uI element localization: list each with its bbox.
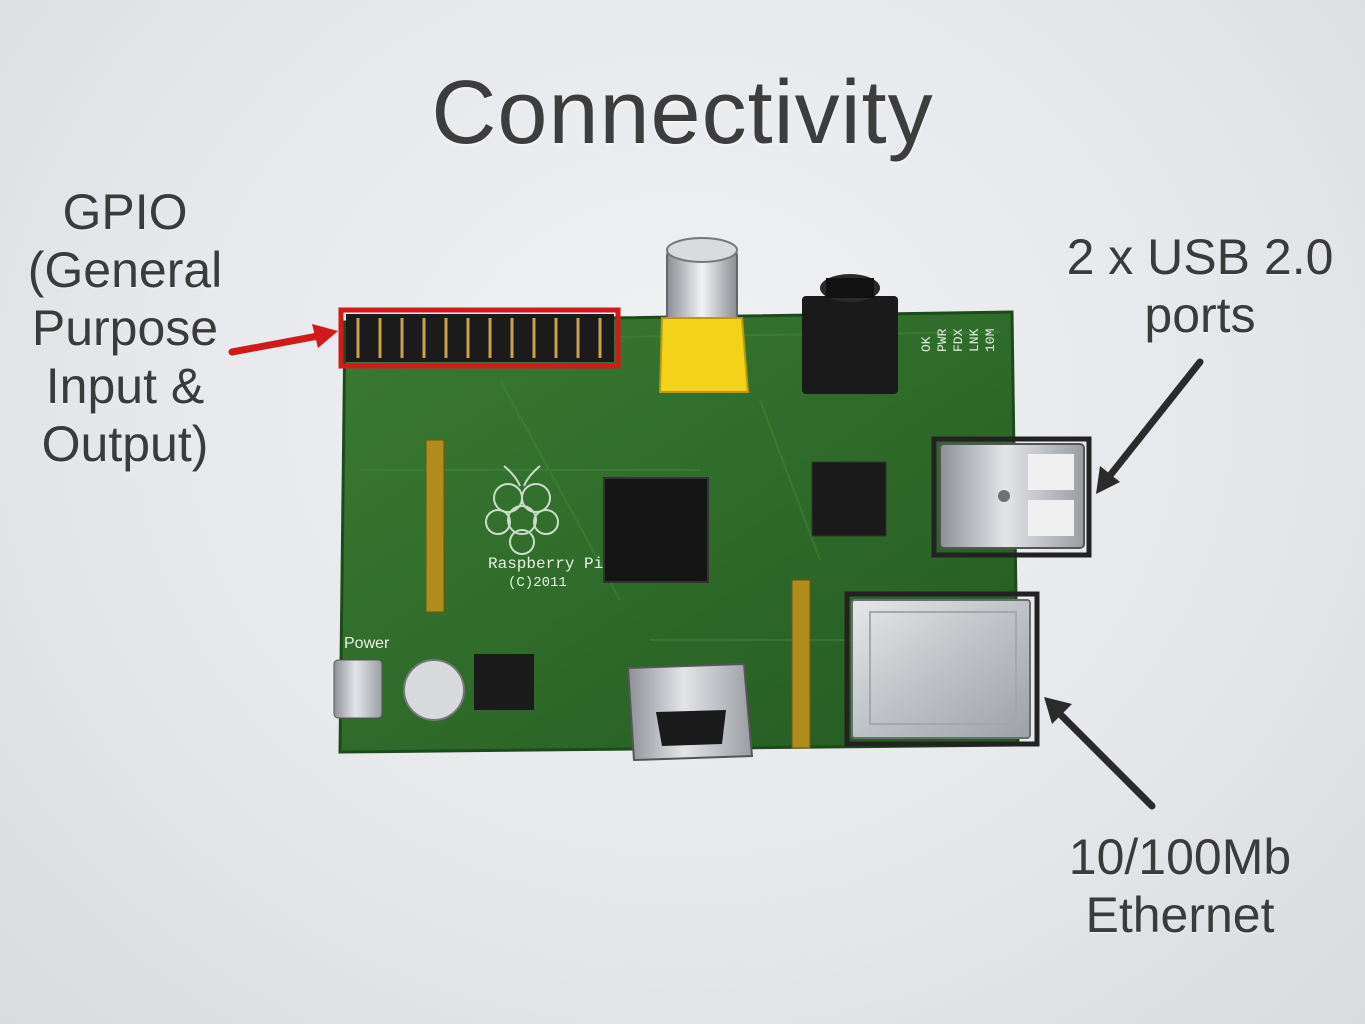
rca-video-jack [658, 237, 750, 393]
capacitor [403, 659, 465, 721]
camera-connector [791, 579, 811, 749]
model-silkscreen: Raspberry Pi [488, 555, 603, 573]
broadcom-soc-chip [603, 477, 709, 583]
gpio-label-line: GPIO [62, 184, 188, 240]
gpio-header [346, 314, 614, 362]
usb-label-line: 2 x USB 2.0 [1066, 229, 1334, 285]
led-label: 10M [983, 329, 998, 352]
gpio-label-line: Purpose [31, 300, 219, 356]
ethernet-label-line: Ethernet [1085, 887, 1275, 943]
usb-label-line: ports [1144, 287, 1256, 343]
led-label: OK [919, 336, 934, 352]
usb-callout-label: 2 x USB 2.0 ports [1040, 228, 1360, 344]
hdmi-port [626, 662, 754, 762]
usb-arrow [1096, 358, 1204, 494]
gpio-highlight-box [338, 307, 621, 369]
power-silkscreen: Power [344, 635, 390, 652]
audio-jack [802, 274, 898, 394]
ethernet-port [851, 599, 1031, 739]
gpio-arrow [228, 324, 338, 356]
usb-highlight-box [931, 436, 1092, 558]
ethernet-label-line: 10/100Mb [1068, 829, 1292, 885]
gpio-label-line: Input & [45, 358, 205, 414]
status-led-labels: OK PWR FDX LNK 10M [919, 328, 998, 352]
voltage-regulator [474, 654, 534, 710]
gpio-callout-label: GPIO (General Purpose Input & Output) [0, 183, 250, 473]
led-label: LNK [967, 328, 982, 352]
slide-title: Connectivity [431, 63, 934, 163]
raspberry-logo [485, 465, 559, 555]
ethernet-arrow [1044, 697, 1156, 810]
lan-controller-chip [811, 461, 887, 537]
gpio-label-line: (General [27, 242, 223, 298]
gpio-label-line: Output) [41, 416, 209, 472]
micro-usb-power-port [333, 659, 383, 719]
ethernet-highlight-box [844, 591, 1040, 747]
led-label: FDX [951, 328, 966, 352]
ethernet-callout-label: 10/100Mb Ethernet [1030, 828, 1330, 944]
usb-ports [939, 443, 1085, 549]
display-connector [425, 439, 445, 613]
year-silkscreen: (C)2011 [508, 575, 567, 591]
led-label: PWR [935, 328, 950, 352]
